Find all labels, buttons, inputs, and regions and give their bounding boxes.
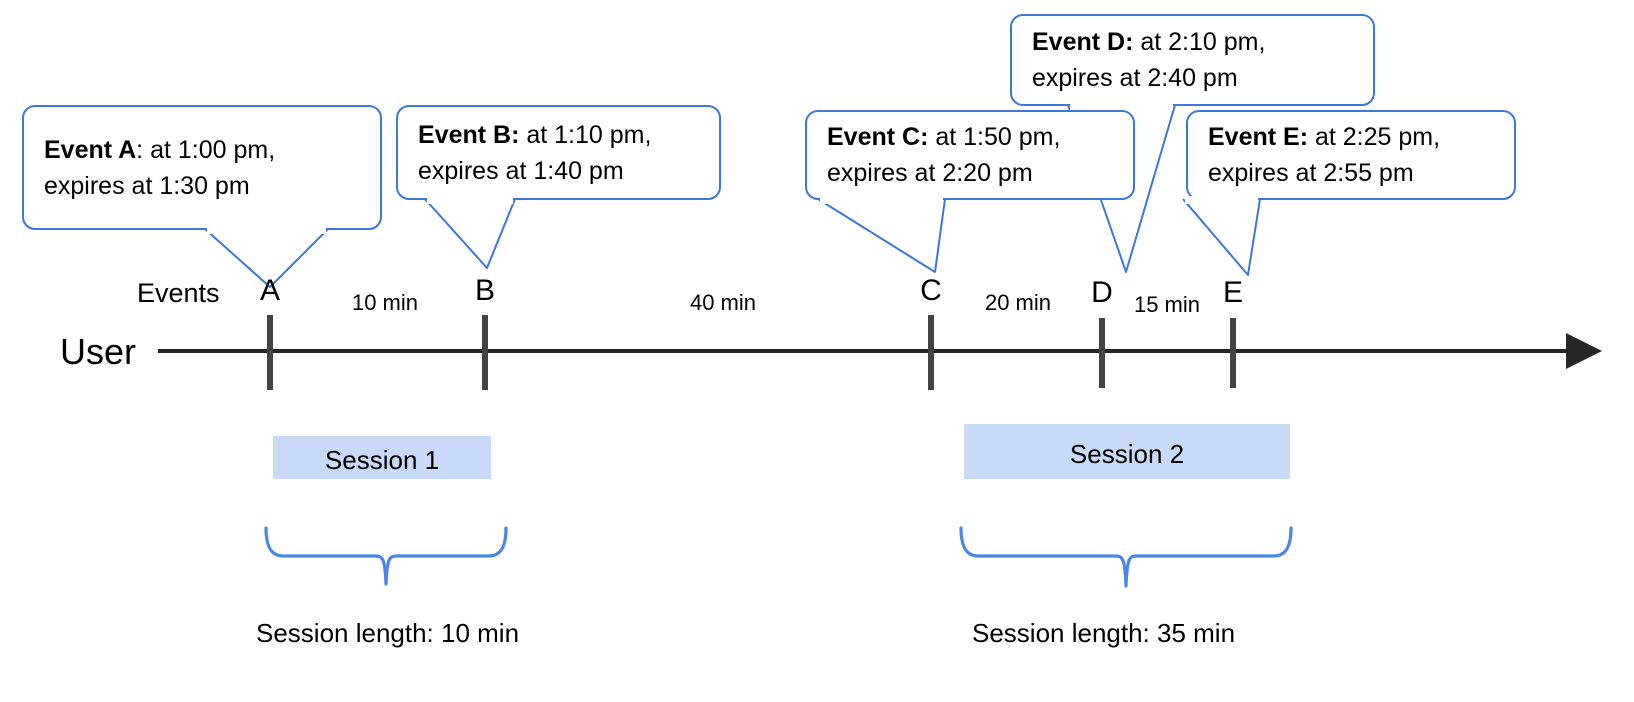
session-bar-2 [964, 424, 1290, 479]
duration-label-a-b: 10 min [351, 290, 419, 315]
callout-event-e[interactable]: Event E: at 2:25 pm, expires at 2:55 pm [1186, 110, 1516, 200]
tick-label-e: E [1222, 276, 1243, 309]
callout-event-c[interactable]: Event C: at 1:50 pm, expires at 2:20 pm [805, 110, 1135, 200]
callout-event-d-bold: Event D: [1032, 28, 1134, 56]
session-bar-1 [273, 436, 491, 479]
callout-event-a-line1: at 1:00 pm, [150, 135, 276, 164]
callout-event-c-line1: at 1:50 pm, [935, 123, 1061, 151]
session-bar-2-label: Session 2 [1069, 439, 1185, 469]
callout-event-a-sep: : [136, 135, 151, 164]
duration-label-b-c: 40 min [689, 290, 757, 315]
callout-event-a-bold: Event A [44, 135, 137, 164]
callout-event-b-text: Event B: at 1:10 pm, expires at 1:40 pm [418, 117, 651, 189]
callout-event-e-line2: expires at 2:55 pm [1208, 159, 1414, 187]
row-label-events: Events [137, 278, 220, 308]
callout-event-d-line2: expires at 2:40 pm [1032, 64, 1238, 92]
callout-event-b-bold: Event B: [418, 120, 520, 149]
callout-event-a-text: Event A: at 1:00 pm, expires at 1:30 pm [44, 132, 275, 204]
session-brace-2 [959, 526, 1293, 588]
tick-label-b: B [474, 274, 495, 307]
duration-label-c-d: 20 min [984, 290, 1052, 315]
session-brace-1 [264, 526, 508, 586]
callout-event-d-text: Event D: at 2:10 pm, expires at 2:40 pm [1032, 24, 1265, 96]
callout-event-e-bold: Event E: [1208, 123, 1309, 151]
tick-label-d: D [1091, 276, 1113, 309]
callout-event-c-bold: Event C: [827, 123, 929, 151]
session-length-label-2: Session length: 35 min [972, 618, 1236, 648]
axis-label-user: User [60, 331, 137, 372]
callout-tail-b [424, 198, 516, 269]
callout-event-e-text: Event E: at 2:25 pm, expires at 2:55 pm [1208, 119, 1440, 191]
callout-event-a-line2: expires at 1:30 pm [44, 171, 250, 200]
callout-tail-d-notch [1070, 102, 1173, 110]
callout-event-d[interactable]: Event D: at 2:10 pm, expires at 2:40 pm [1010, 14, 1375, 106]
callout-event-e-sep [1308, 123, 1315, 151]
duration-label-d-e: 15 min [1133, 292, 1201, 317]
callout-event-e-line1: at 2:25 pm, [1314, 123, 1441, 151]
callout-event-b[interactable]: Event B: at 1:10 pm, expires at 1:40 pm [396, 105, 721, 200]
callout-event-b-line1: at 1:10 pm, [526, 120, 652, 149]
callout-event-a[interactable]: Event A: at 1:00 pm, expires at 1:30 pm [22, 105, 382, 230]
callout-event-b-line2: expires at 1:40 pm [418, 156, 624, 185]
session-length-label-1: Session length: 10 min [256, 618, 520, 648]
tick-label-a: A [259, 274, 280, 307]
tick-label-c: C [920, 274, 942, 307]
callout-event-c-line2: expires at 2:20 pm [827, 159, 1033, 187]
callout-tail-c-notch [820, 196, 943, 204]
callout-tail-a-notch [207, 226, 326, 234]
callout-tail-c [817, 198, 946, 273]
callout-tail-e-notch [1185, 196, 1258, 204]
session-bar-1-label: Session 1 [324, 445, 440, 475]
callout-tail-e [1182, 198, 1261, 276]
callout-event-c-text: Event C: at 1:50 pm, expires at 2:20 pm [827, 119, 1060, 191]
callout-tail-b-notch [427, 196, 513, 204]
callout-tail-a [204, 228, 329, 288]
callout-event-d-line1: at 2:10 pm, [1140, 28, 1266, 56]
